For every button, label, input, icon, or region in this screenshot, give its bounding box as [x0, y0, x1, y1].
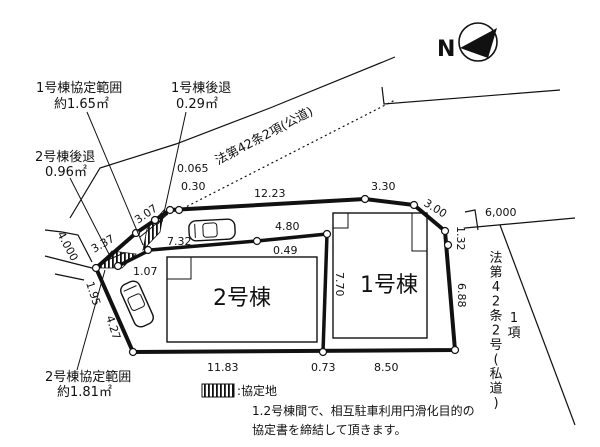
dim-divider-top: 4.80: [275, 220, 300, 233]
dim-left-b: 1.95: [83, 280, 103, 307]
marker: [450, 345, 460, 355]
building-2-notch: [166, 256, 192, 280]
marker: [322, 229, 332, 239]
road-private-edge: [464, 217, 576, 229]
callout-leaders: [69, 111, 187, 371]
road-private-char: (: [493, 353, 498, 368]
dim-setback-a: 0.065: [177, 162, 209, 175]
neighbor-right: [464, 209, 479, 231]
neighbor-left-c: [54, 273, 85, 281]
callout-b2-agreement-title: 2号棟協定範囲: [45, 370, 131, 385]
callout-b2-setback-title: 2号棟後退: [35, 150, 95, 165]
callout-b1-agreement-area: 約1.65㎡: [54, 97, 109, 112]
legend-label: :協定地: [237, 383, 277, 398]
dim-notch-vert: 1.07: [133, 265, 158, 278]
legend-note-line2: 協定書を締結して頂きます。: [252, 422, 406, 437]
dim-lot1-left: 7.70: [333, 272, 346, 297]
road-private-char: 条: [489, 308, 502, 324]
road-private-char: 2: [492, 324, 500, 339]
road-centerline: [177, 99, 396, 212]
marker: [128, 347, 138, 357]
road-upper-edge: [69, 56, 396, 219]
boundary-markers: [91, 194, 460, 357]
neighbor-left: [44, 229, 93, 263]
road-width-label: 6,000: [485, 206, 517, 219]
marker: [440, 226, 450, 236]
legend-hatch-swatch: [201, 383, 235, 398]
marker: [91, 263, 101, 273]
road-private-char: 1: [510, 311, 518, 326]
road-private-char: 項: [507, 326, 520, 341]
road-private-char: ): [493, 396, 498, 411]
callout-b2-setback-area: 0.96㎡: [45, 165, 87, 180]
car-icon-parking-left: [120, 280, 154, 328]
marker: [150, 215, 160, 225]
marker: [443, 240, 453, 250]
leader-b2-agreement: [76, 269, 106, 371]
setback-line-c: [102, 252, 125, 263]
building-1-label: 1号棟: [360, 273, 418, 298]
leader-b1-setback: [161, 111, 187, 223]
road-private-char: 道: [489, 382, 502, 397]
callout-b1-agreement-title: 1号棟協定範囲: [36, 81, 122, 96]
car-icon-parking-top: [188, 218, 236, 242]
dim-top-right-a: 3.30: [371, 180, 396, 193]
building-1-notch-b: [411, 212, 428, 252]
road-private-char: 法: [489, 251, 502, 266]
marker: [113, 261, 123, 271]
legend-note-line1: 1.2号棟間で、相互駐車利用円滑化目的の: [252, 403, 475, 418]
road-private-char: 号: [489, 338, 502, 353]
callout-b1-setback-title: 1号棟後退: [171, 81, 231, 96]
building-2-outline: [166, 256, 318, 343]
marker: [409, 200, 419, 210]
road-private-side: [499, 224, 576, 426]
road-private-char: 第: [489, 266, 502, 281]
compass-needle-icon: [460, 28, 497, 58]
neighbor-left-b: [44, 255, 93, 269]
road-private-char: 4: [492, 280, 500, 295]
road-private-char: 私: [489, 367, 502, 382]
marker: [252, 236, 262, 246]
dim-bottom-left: 11.83: [207, 361, 239, 374]
dim-top-lot1: 12.23: [254, 187, 286, 200]
callout-b1-setback-area: 0.29㎡: [176, 97, 218, 112]
dim-lot2-notch: 7.32: [167, 235, 192, 248]
compass-letter: N: [437, 37, 455, 62]
road-lower-edge-right: [381, 86, 561, 105]
surrounding-lines: [44, 56, 576, 426]
building-1-outline: [332, 212, 428, 339]
building-1-notch: [332, 212, 349, 229]
marker: [174, 205, 184, 215]
callout-b2-agreement-area: 約1.81㎡: [57, 385, 112, 400]
dim-bottom-right: 8.50: [374, 361, 399, 374]
dim-bottom-mid: 0.73: [311, 361, 336, 374]
road-private-char: 2: [492, 295, 500, 310]
building-2-label: 2号棟: [213, 286, 271, 311]
marker: [318, 347, 328, 357]
marker: [143, 245, 153, 255]
dim-right-short: 1.32: [454, 226, 467, 251]
setback-line-b: [157, 212, 167, 225]
dim-right-side: 6.88: [455, 283, 468, 308]
marker: [165, 205, 175, 215]
marker: [360, 194, 370, 204]
road-public-label: 法第42条2項(公道): [212, 103, 315, 167]
dim-setback-b: 0.30: [181, 180, 206, 193]
leader-b1-agreement: [86, 111, 144, 246]
leader-b2-setback: [69, 177, 112, 259]
dim-divider-short: 0.49: [273, 244, 298, 257]
compass: N: [437, 22, 498, 62]
